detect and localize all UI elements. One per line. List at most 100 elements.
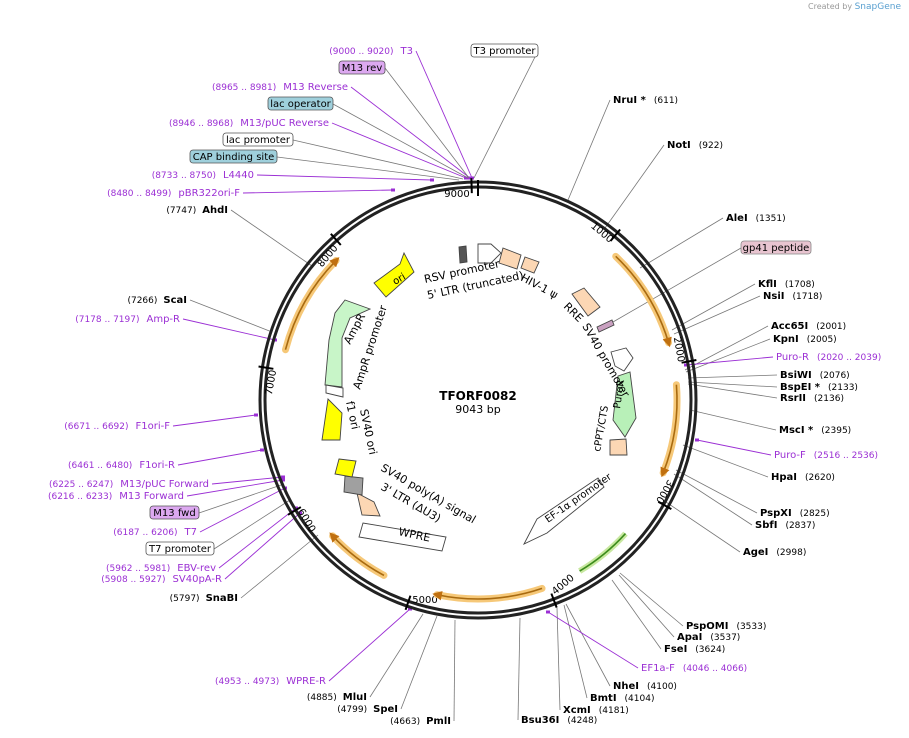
enzyme-site-noti[interactable]: NotI(922)	[667, 140, 723, 151]
enzyme-site-agei[interactable]: AgeI(2998)	[743, 547, 806, 558]
enzyme-label: PspXI(2825)	[760, 508, 830, 519]
primer-ef1a-f[interactable]: EF1a-F(4046 .. 4066)	[641, 663, 747, 674]
primer-m13-reverse[interactable]: (8965 .. 8981)M13 Reverse	[212, 82, 348, 93]
primer-range: (8946 .. 8968)	[169, 119, 233, 129]
primer-l4440[interactable]: (8733 .. 8750)L4440	[152, 170, 254, 181]
feature-tag-box	[222, 132, 294, 147]
enzyme-label: (4663)PmlI	[390, 716, 451, 727]
enzyme-site-nrui[interactable]: NruI *(611)	[613, 95, 678, 106]
primer-f1ori-r[interactable]: (6461 .. 6480)F1ori-R	[68, 460, 175, 471]
primer-ebv-rev[interactable]: (5962 .. 5981)EBV-rev	[106, 563, 216, 574]
primer-t3[interactable]: (9000 .. 9020)T3	[329, 46, 413, 57]
enzyme-site-bsu36i[interactable]: Bsu36I(4248)	[521, 715, 597, 726]
feature-tag-label: lac operator	[270, 99, 331, 110]
enzyme-site-fsei[interactable]: FseI(3624)	[664, 644, 725, 655]
primer-leader-line	[177, 449, 263, 466]
primer-t7[interactable]: (6187 .. 6206)T7	[113, 527, 197, 538]
enzyme-site-nhei[interactable]: NheI(4100)	[613, 681, 677, 692]
feature-leader-line	[612, 247, 742, 323]
enzyme-site-snabi[interactable]: (5797)SnaBI	[170, 593, 238, 604]
primer-wpre-r[interactable]: (4953 .. 4973)WPRE-R	[215, 676, 326, 687]
enzyme-position: (3537)	[710, 633, 740, 643]
feature-tag-lac-promoter[interactable]: lac promoter	[222, 132, 294, 147]
enzyme-site-bspei[interactable]: BspEI *(2133)	[780, 382, 858, 393]
sv40-promoter-arrow[interactable]	[610, 347, 634, 372]
enzyme-leader-line	[662, 499, 741, 553]
enzyme-site-alei[interactable]: AleI(1351)	[726, 213, 786, 224]
feature-tag-t7-promoter[interactable]: T7 promoter	[145, 541, 215, 556]
primer-name: F1ori-F	[136, 421, 171, 432]
primer-site-mark	[695, 438, 699, 442]
primer-site-mark	[254, 413, 258, 417]
primer-puro-f[interactable]: Puro-F(2516 .. 2536)	[774, 450, 878, 461]
primer-f1ori-f[interactable]: (6671 .. 6692)F1ori-F	[64, 421, 170, 432]
gp41-block[interactable]	[596, 319, 615, 333]
enzyme-label: Bsu36I(4248)	[521, 715, 597, 726]
feature-tag-gp41-peptide[interactable]: gp41 peptide	[740, 240, 812, 255]
enzyme-label: HpaI(2620)	[771, 472, 835, 483]
feature-tag-cap-binding-site[interactable]: CAP binding site	[189, 149, 278, 164]
puror-arrow[interactable]	[612, 371, 637, 438]
enzyme-site-sbfi[interactable]: SbfI(2837)	[755, 520, 815, 531]
enzyme-label: FseI(3624)	[664, 644, 725, 655]
feature-tag-lac-operator[interactable]: lac operator	[267, 96, 334, 111]
enzyme-site-bmti[interactable]: BmtI(4104)	[590, 693, 654, 704]
primer-m13-forward[interactable]: (6216 .. 6233)M13 Forward	[48, 491, 184, 502]
enzyme-site-xcmi[interactable]: XcmI(4181)	[563, 705, 629, 716]
cppt-block[interactable]	[609, 438, 628, 456]
enzyme-name: NsiI	[763, 291, 784, 302]
rsv-promoter-arrow[interactable]	[477, 243, 502, 264]
feature-tag-label: lac promoter	[226, 135, 291, 146]
enzyme-leader-line	[400, 615, 438, 710]
rre-block[interactable]	[571, 287, 601, 317]
enzyme-site-rsrii[interactable]: RsrII(2136)	[780, 393, 844, 404]
enzyme-site-scai[interactable]: (7266)ScaI	[127, 295, 187, 306]
ltr-block-dark[interactable]	[458, 245, 468, 264]
primer-name: F1ori-R	[139, 460, 175, 471]
ori-arrow[interactable]	[373, 251, 415, 298]
feature-tag-t3-promoter[interactable]: T3 promoter	[470, 43, 539, 58]
psi-block[interactable]	[520, 256, 540, 274]
feature-tag-m13-fwd[interactable]: M13 fwd	[149, 505, 200, 520]
ampr-promoter-block[interactable]	[325, 384, 344, 398]
annotation-arc-green	[579, 533, 627, 572]
ltr3-block[interactable]	[356, 492, 381, 517]
f1-ori-arrow[interactable]	[321, 398, 343, 441]
primer-sv40pa-r[interactable]: (5908 .. 5927)SV40pA-R	[101, 574, 222, 585]
sv40pa-block[interactable]	[343, 475, 364, 496]
primer-m13-puc-reverse[interactable]: (8946 .. 8968)M13/pUC Reverse	[169, 118, 329, 129]
primer-pbr322ori-f[interactable]: (8480 .. 8499)pBR322ori-F	[107, 188, 240, 199]
enzyme-position: (1351)	[756, 214, 786, 224]
enzyme-label: ApaI(3537)	[677, 632, 740, 643]
enzyme-site-pspxi[interactable]: PspXI(2825)	[760, 508, 830, 519]
enzyme-name: MscI *	[779, 425, 814, 436]
enzyme-site-mlui[interactable]: (4885)MluI	[307, 692, 367, 703]
enzyme-site-ahdi[interactable]: (7747)AhdI	[166, 205, 228, 216]
enzyme-site-kpni[interactable]: KpnI(2005)	[773, 334, 837, 345]
enzyme-site-msci[interactable]: MscI *(2395)	[779, 425, 851, 436]
enzyme-site-pspomi[interactable]: PspOMI(3533)	[686, 621, 766, 632]
enzyme-site-hpai[interactable]: HpaI(2620)	[771, 472, 835, 483]
enzyme-site-bsiwi[interactable]: BsiWI(2076)	[780, 370, 850, 381]
wpre-arrow[interactable]	[358, 522, 447, 552]
enzyme-name: ScaI	[163, 295, 187, 306]
primer-m13-puc-forward[interactable]: (6225 .. 6247)M13/pUC Forward	[49, 479, 209, 490]
enzyme-site-apai[interactable]: ApaI(3537)	[677, 632, 740, 643]
primer-range: (6216 .. 6233)	[48, 492, 112, 502]
primer-puro-r[interactable]: Puro-R(2020 .. 2039)	[776, 352, 881, 363]
ampr-arrow[interactable]	[324, 299, 372, 388]
sv40-ori-block[interactable]	[334, 458, 357, 478]
ltr-block[interactable]	[498, 247, 522, 270]
enzyme-site-spei[interactable]: (4799)SpeI	[337, 704, 398, 715]
enzyme-site-kfli[interactable]: KflI(1708)	[758, 279, 815, 290]
enzyme-site-nsii[interactable]: NsiI(1718)	[763, 291, 822, 302]
enzyme-site-pmli[interactable]: (4663)PmlI	[390, 716, 451, 727]
feature-leader-line	[198, 483, 285, 514]
enzyme-leader-line	[567, 99, 611, 201]
enzyme-site-acc65i[interactable]: Acc65I(2001)	[771, 321, 846, 332]
feature-tag-m13-rev[interactable]: M13 rev	[338, 60, 386, 75]
primer-amp-r[interactable]: (7178 .. 7197)Amp-R	[75, 314, 180, 325]
primer-label: (6216 .. 6233)M13 Forward	[48, 491, 184, 502]
ef1a-promoter-arrow[interactable]	[522, 477, 605, 545]
enzyme-name: KpnI	[773, 334, 799, 345]
